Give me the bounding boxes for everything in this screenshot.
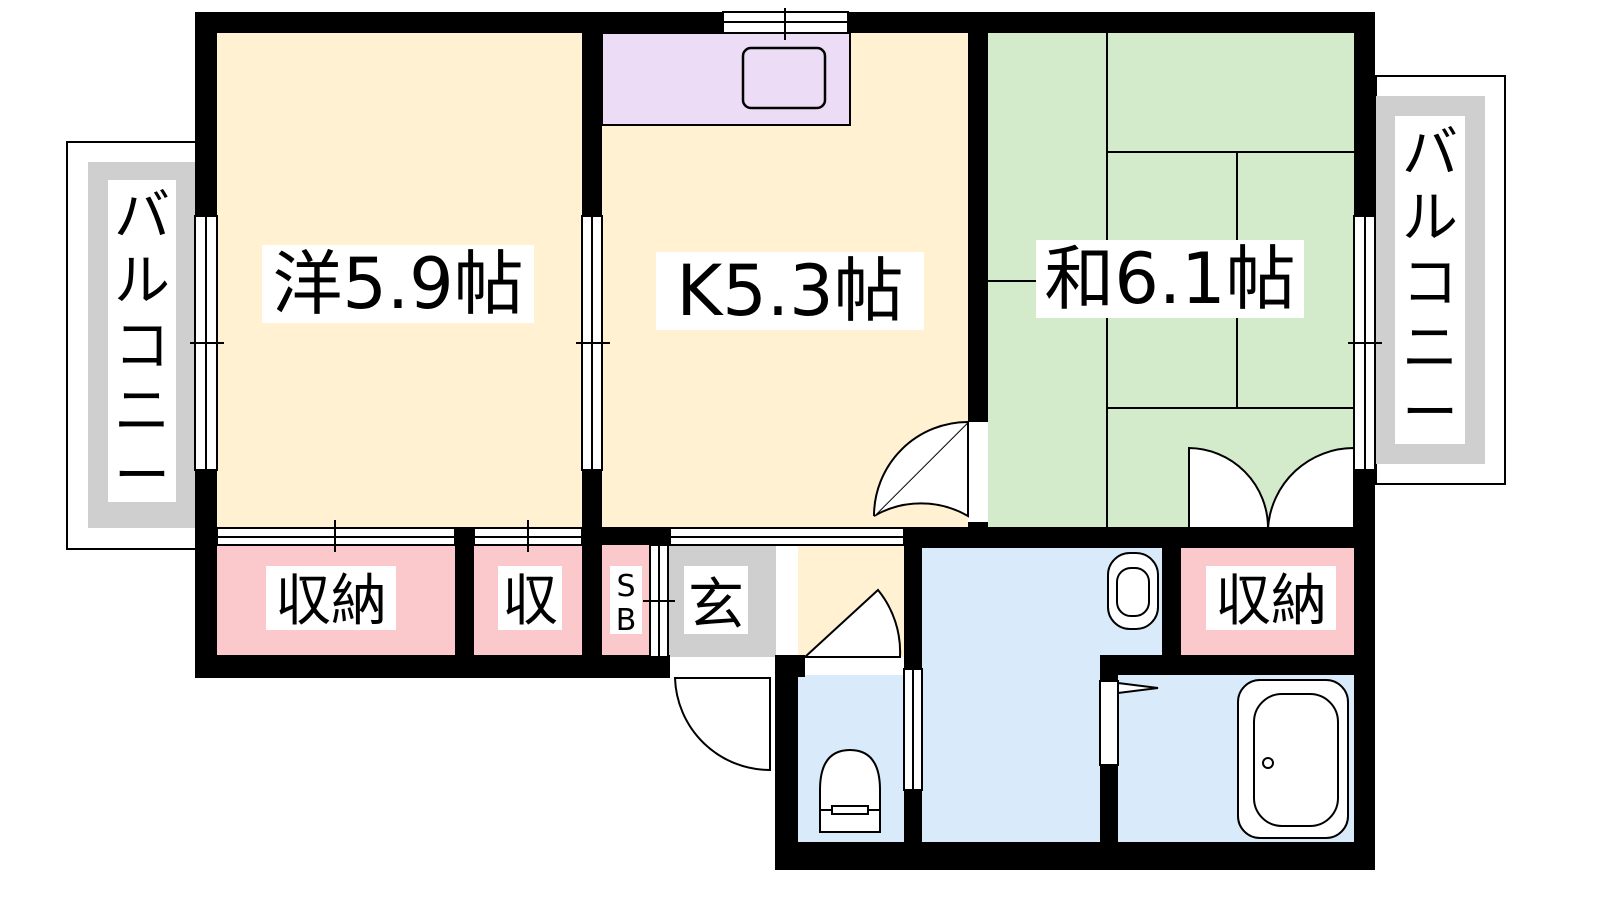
svg-text:バ: バ: [1402, 121, 1458, 186]
label-japanese-room: 和6.1帖: [1044, 238, 1295, 320]
door-swings: [673, 419, 1355, 772]
sink-icon: [741, 46, 827, 110]
svg-text:コ: コ: [1402, 251, 1458, 316]
label-shoe-box-b: B: [616, 603, 637, 638]
balcony-right: [1375, 75, 1506, 485]
label-storage-small: 収: [502, 569, 558, 634]
label-storage-left: 収納: [275, 569, 387, 634]
svg-text:ル: ル: [114, 249, 170, 314]
label-balcony-right: バ ル コ ニ ー: [1402, 121, 1458, 446]
washbasin-icon: [1107, 552, 1159, 630]
label-western-room: 洋5.9帖: [272, 243, 523, 325]
sliding-doors: [216, 215, 1119, 791]
svg-text:ニ: ニ: [114, 379, 170, 444]
svg-text:コ: コ: [114, 314, 170, 379]
svg-text:ー: ー: [1402, 381, 1458, 446]
label-kitchen: K5.3帖: [676, 250, 903, 332]
label-shoe-box-s: S: [616, 569, 635, 604]
label-balcony-left: バ ル コ ニ ー: [114, 184, 170, 509]
balcony-left: [66, 141, 198, 550]
svg-text:ニ: ニ: [1402, 316, 1458, 381]
label-storage-right: 収納: [1215, 569, 1327, 634]
mirror-icon: [1117, 681, 1159, 695]
svg-text:ー: ー: [114, 444, 170, 509]
windows: [190, 8, 1382, 471]
label-entrance: 玄: [688, 573, 744, 638]
toilet-icon: [819, 748, 881, 833]
svg-text:バ: バ: [114, 184, 170, 249]
washroom: [922, 545, 1100, 842]
bathtub-icon: [1237, 679, 1349, 839]
svg-text:ル: ル: [1402, 186, 1458, 251]
